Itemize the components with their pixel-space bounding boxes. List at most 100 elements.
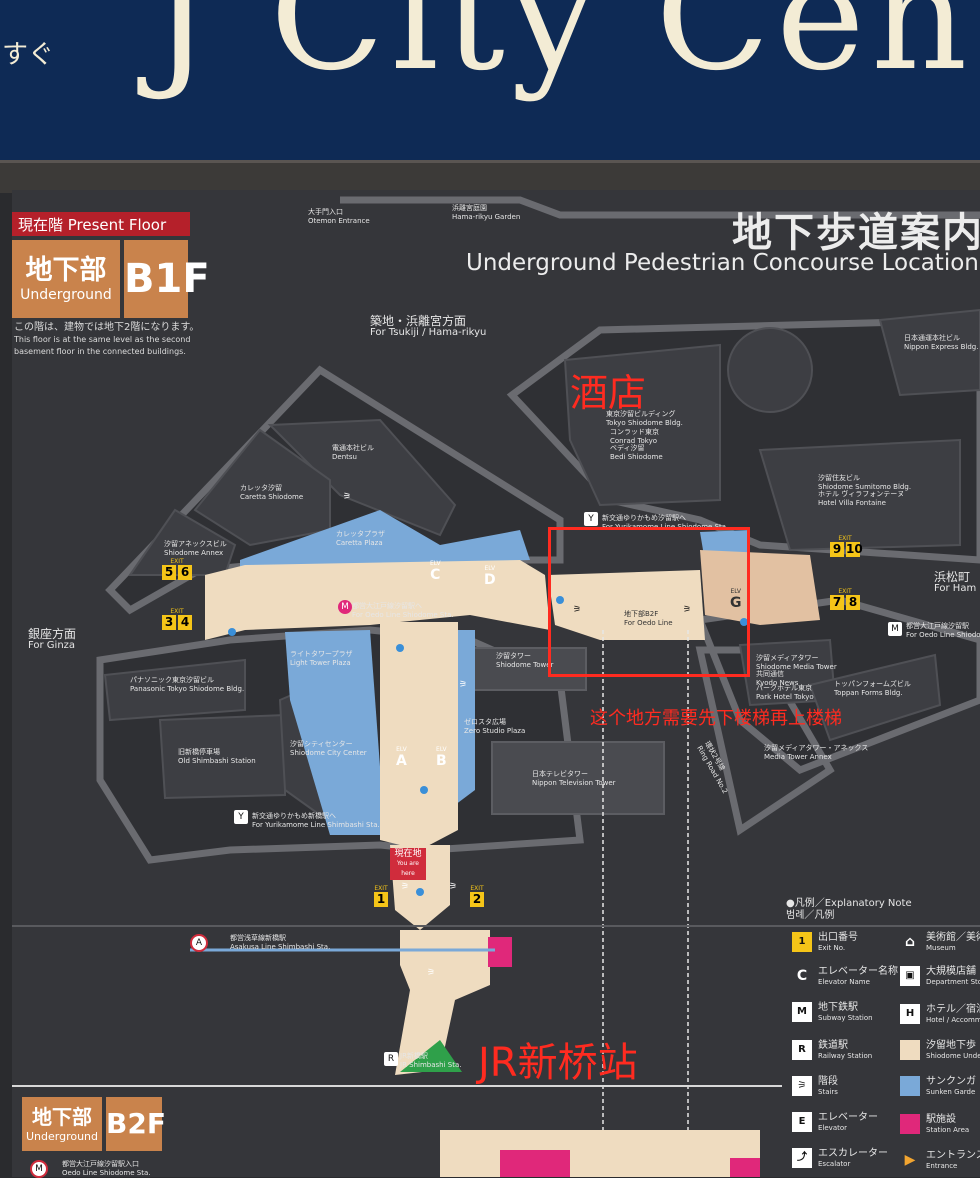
label-oedo-shiodome-b2-jp: 都営大江戸線汐留駅入口 (62, 1160, 139, 1168)
label-yurikamome-shimbashi-en: For Yurikamome Line Shimbashi Sta. (252, 821, 380, 829)
yurikamome-icon: Y (234, 810, 248, 824)
elevator-g-tag: ELV (730, 588, 742, 595)
label-city-center-jp: 汐留シティセンター (290, 740, 353, 748)
you-are-here-jp: 現在地 (394, 849, 422, 859)
you-are-here-en: You are here (397, 860, 419, 877)
stairs-icon-3: ⚞ (400, 882, 410, 892)
label-conrad-jp: コンラッド東京 (610, 428, 659, 436)
exit-1-tag: EXIT (374, 885, 388, 892)
label-toppan-en: Toppan Forms Bldg. (834, 689, 903, 697)
stairs-icon-1: ⚞ (342, 492, 352, 502)
legend-subway-en: Subway Station (818, 1014, 873, 1022)
building-annex (128, 508, 237, 576)
legend-museum-jp: 美術館／美術 (926, 932, 980, 943)
label-sumitomo-en: Shiodome Sumitomo Bldg. (818, 483, 912, 491)
b2f-floor-name: 地下部 Underground (22, 1097, 102, 1151)
label-park-hotel-jp: パークホテル東京 (756, 684, 812, 692)
elevator-icon: E (792, 1112, 812, 1132)
stairs-icon-7: ⚞ (682, 605, 692, 615)
elevator-c-letter: C (430, 567, 441, 583)
annotation-highlight-box (548, 527, 750, 677)
sign-small-text: すぐ (2, 40, 55, 70)
walkway-b2-link (548, 570, 705, 640)
lower-board-divider (12, 925, 980, 927)
label-annex-jp: 汐留アネックスビル (164, 540, 227, 548)
building-sumitomo (758, 438, 961, 552)
direction-ginza: 銀座方面 For Ginza (28, 628, 76, 652)
label-oedo-shiodome-b2-en: Oedo Line Shiodome Sta. (62, 1169, 151, 1177)
stairs-icon: ⚞ (792, 1076, 812, 1096)
exit-9: 9 (830, 542, 844, 557)
label-caretta-en: Caretta Shiodome (240, 493, 304, 501)
building-ntv (491, 741, 665, 815)
entrance-icon: ▶ (904, 1152, 916, 1168)
building-panasonic (103, 658, 246, 722)
elevator-a-letter: A (396, 753, 407, 769)
label-otemon-jp: 大手門入口 (308, 208, 343, 216)
sunken-zero-plaza (455, 630, 475, 805)
walkway-main-east-west (205, 560, 550, 640)
exit-7-8-tag: EXIT (838, 588, 852, 595)
legend-entrance-jp: エントランス (926, 1150, 980, 1161)
city-center-sign: J City Cen (150, 0, 974, 104)
label-park-hotel-en: Park Hotel Tokyo (756, 693, 814, 701)
legend-hotel-en: Hotel / Accommo (926, 1016, 980, 1024)
annotation-hotel: 酒店 (570, 371, 647, 415)
label-zero-studio-en: Zero Studio Plaza (464, 727, 526, 735)
b2f-floor-code: B2F (106, 1097, 166, 1151)
legend-department-en: Department Store (926, 978, 980, 986)
label-sumitomo-jp: 汐留住友ビル (818, 474, 860, 482)
label-villa-fontaine-jp: ホテル ヴィラフォンテーヌ (818, 490, 905, 498)
label-light-tower-plaza-en: Light Tower Plaza (290, 659, 351, 667)
label-otemon-en: Otemon Entrance (308, 217, 370, 225)
sunken-light-tower (285, 630, 385, 835)
label-panasonic-jp: パナソニック東京汐留ビル (130, 676, 214, 684)
stairs-icon-2: ⚞ (458, 680, 468, 690)
legend-subway-jp: 地下鉄駅 (818, 1002, 858, 1013)
exit-2-number: 2 (470, 892, 484, 907)
walkway-east (700, 550, 820, 625)
present-floor-note-en: This floor is at the same level as the s… (14, 335, 191, 356)
info-icon-5 (556, 596, 564, 604)
label-oedo-shiodome-right-jp: 都営大江戸線汐留駅 (906, 622, 969, 630)
museum-icon: ⌂ (904, 934, 916, 950)
yurikamome-icon-2: Y (584, 512, 598, 526)
label-caretta-plaza-jp: カレッタプラザ (336, 530, 385, 538)
label-asakusa-shimbashi-jp: 都営浅草線新橋駅 (230, 934, 286, 942)
building-toppan (808, 653, 942, 742)
direction-tsukiji: 築地・浜離宮方面 For Tsukiji / Hama-rikyu (370, 315, 486, 339)
exit-2-tag: EXIT (470, 885, 484, 892)
legend-station-area-jp: 駅施設 (926, 1114, 956, 1125)
label-jr-shimbashi-en: JR Shimbashi Sta. (400, 1061, 462, 1069)
label-caretta-plaza-en: Caretta Plaza (336, 539, 383, 547)
building-round-tower (727, 327, 813, 413)
direction-ginza-en: For Ginza (28, 640, 76, 651)
present-floor-code: B1F (124, 240, 210, 318)
legend-elevator-jp: エレベーター (818, 1112, 878, 1123)
info-icon-4 (740, 618, 748, 626)
exit-5-6-tag: EXIT (170, 558, 184, 565)
exit-3: 3 (162, 615, 176, 630)
legend-walkway-en: Shiodome Underg (926, 1052, 980, 1060)
present-floor-en: Underground (20, 287, 112, 303)
railway-icon: R (792, 1040, 812, 1060)
direction-tsukiji-en: For Tsukiji / Hama-rikyu (370, 327, 487, 338)
